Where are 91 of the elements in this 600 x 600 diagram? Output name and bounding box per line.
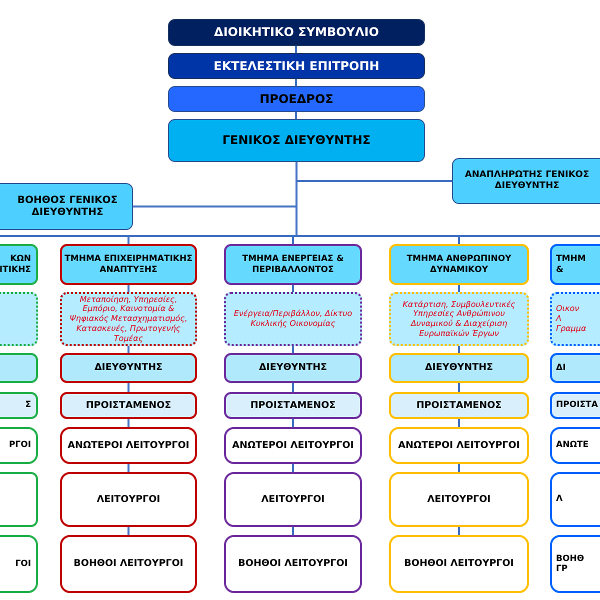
connector-line xyxy=(292,285,294,292)
box-label: ΒΟΗΘΟΙ ΛΕΙΤΟΥΡΓΟΙ xyxy=(404,558,514,570)
description-box xyxy=(389,292,529,346)
box-label: ΒΟΗΘ xyxy=(556,554,584,564)
box-label: ΑΝΩΤΕΡΟΙ ΛΕΙΤΟΥΡΓΟΙ xyxy=(398,440,520,452)
box-label: ΠΡΟΙΣΤΑΜΕΝΟΣ xyxy=(86,400,172,412)
connector-line xyxy=(295,46,297,53)
box-label: ΚΩΝ xyxy=(10,254,31,264)
box-label: ΔΙΕΥΘΥΝΤΗΣ xyxy=(424,362,494,374)
executive-box xyxy=(0,183,133,230)
description-box xyxy=(60,292,197,346)
director-box xyxy=(389,353,529,383)
connector-line xyxy=(128,346,130,353)
box-label: Λ xyxy=(556,494,563,505)
staff-box xyxy=(389,472,529,527)
supervisor-box xyxy=(224,392,362,419)
box-label: ΔΙΕΥΘΥΝΤΗΣ xyxy=(258,362,328,374)
box-label: ΔΙΟΙΚΗΤΙΚΟ ΣΥΜΒΟΥΛΙΟ xyxy=(214,25,379,40)
box-label: ΓΕΝΙΚΟΣ ΔΙΕΥΘΥΝΤΗΣ xyxy=(222,133,371,148)
department-box xyxy=(60,244,197,285)
connector-line xyxy=(128,464,130,472)
connector-line xyxy=(458,419,460,427)
box-label: ΠΡΟΙΣΤΑ xyxy=(556,400,598,411)
box-label: ΓΡ xyxy=(556,564,568,574)
director-box xyxy=(60,353,197,383)
connector-line xyxy=(458,346,460,353)
staff-box xyxy=(60,472,197,527)
box-label: Οικον xyxy=(556,304,580,314)
connector-line xyxy=(292,527,294,535)
assistant-staff-box xyxy=(60,535,197,593)
box-label: ΑΝΩΤΕΡΟΙ ΛΕΙΤΟΥΡΓΟΙ xyxy=(68,440,190,452)
box-label: ΔΙ xyxy=(556,362,566,374)
org-box xyxy=(168,19,425,46)
box-label: ΤΜΗΜ xyxy=(556,254,586,264)
org-box xyxy=(168,53,425,79)
box-label: Λ xyxy=(556,314,562,324)
connector-line xyxy=(128,419,130,427)
box-label: ΛΕΙΤΟΥΡΓΟΙ xyxy=(427,494,491,506)
box-label: ΛΕΙΤΟΥΡΓΟΙ xyxy=(261,494,325,506)
box-label: & xyxy=(556,264,564,275)
box-label: ΑΝΑΠΛΗΡΩΤΗΣ ΓΕΝΙΚΟΣ ΔΙΕΥΘΥΝΤΗΣ xyxy=(464,170,590,192)
staff-box xyxy=(224,472,362,527)
box-label: ΤΜΗΜΑ ΕΠΙΧΕΙΡΗΜΑΤΙΚΗΣ ΑΝΑΠΤΥΞΗΣ xyxy=(64,254,194,275)
connector-line xyxy=(295,112,297,119)
connector-line xyxy=(295,79,297,86)
box-label: ΕΚΤΕΛΕΣΤΙΚΗ ΕΠΙΤΡΟΠΗ xyxy=(214,58,380,74)
supervisor-box xyxy=(60,392,197,419)
senior-staff-box xyxy=(224,427,362,464)
assistant-staff-box xyxy=(224,535,362,593)
department-box xyxy=(224,244,362,285)
box-label: ΠΡΟΙΣΤΑΜΕΝΟΣ xyxy=(250,400,336,412)
box-label: ΒΟΗΘΟΣ ΓΕΝΙΚΟΣ ΔΙΕΥΘΥΝΤΗΣ xyxy=(16,194,119,218)
connector-line xyxy=(458,383,460,392)
supervisor-box xyxy=(389,392,529,419)
connector-line xyxy=(292,464,294,472)
box-label: Σ xyxy=(25,400,31,411)
box-label: ΓΟΙ xyxy=(15,558,31,570)
connector-line xyxy=(458,464,460,472)
box-label: ΙΤΙΚΗΣ xyxy=(0,264,31,275)
connector-line xyxy=(292,383,294,392)
box-label: Γραμμα xyxy=(556,324,586,334)
box-label: ΤΜΗΜΑ ΕΝΕΡΓΕΙΑΣ & ΠΕΡΙΒΑΛΛΟΝΤΟΣ xyxy=(241,254,345,275)
connector-line xyxy=(128,285,130,292)
org-box xyxy=(168,86,425,112)
box-label: ΡΓΟΙ xyxy=(8,440,31,451)
box-label: Ενέργεια/Περιβάλλον, Δίκτυο Κυκλικής Οικονομίας xyxy=(232,309,354,329)
description-box xyxy=(224,292,362,346)
senior-staff-box xyxy=(60,427,197,464)
director-box xyxy=(224,353,362,383)
connector-line xyxy=(128,527,130,535)
box-label: Μεταποίηση, Υπηρεσίες, Εμπόριο, Καινοτομία & Ψηφιακός Μετασχηματισμός, Κατασκευές, Πρωτογενής Τομέας xyxy=(68,294,188,344)
box-label: ΤΜΗΜΑ ΑΝΘΡΩΠΙΝΟΥ ΔΥΝΑΜΙΚΟΥ xyxy=(406,254,512,275)
box-label: ΒΟΗΘΟΙ ΛΕΙΤΟΥΡΓΟΙ xyxy=(74,558,184,570)
org-box xyxy=(168,119,425,162)
assistant-staff-box xyxy=(389,535,529,593)
box-label: ΛΕΙΤΟΥΡΓΟΙ xyxy=(96,494,160,506)
connector-line xyxy=(128,383,130,392)
box-label: Κατάρτιση, Συμβουλευτικές Υπηρεσίες Ανθρώπινου Δυναμικού & Διαχείριση Ευρωπαϊκών Έργων xyxy=(402,300,516,338)
connector-line xyxy=(292,419,294,427)
box-label: ΑΝΩΤΕΡΟΙ ΛΕΙΤΟΥΡΓΟΙ xyxy=(232,440,354,452)
box-label: ΠΡΟΙΣΤΑΜΕΝΟΣ xyxy=(416,400,502,412)
box-label: ΠΡΟΕΔΡΟΣ xyxy=(260,92,334,106)
connector-line xyxy=(458,285,460,292)
box-label: ΔΙΕΥΘΥΝΤΗΣ xyxy=(94,362,163,374)
connector-line xyxy=(292,346,294,353)
senior-staff-box xyxy=(389,427,529,464)
box-label: ΒΟΗΘΟΙ ΛΕΙΤΟΥΡΓΟΙ xyxy=(238,558,348,570)
box-label: ΑΝΩΤΕ xyxy=(556,440,589,451)
department-box xyxy=(389,244,529,285)
connector-line xyxy=(458,527,460,535)
executive-box xyxy=(452,158,600,204)
